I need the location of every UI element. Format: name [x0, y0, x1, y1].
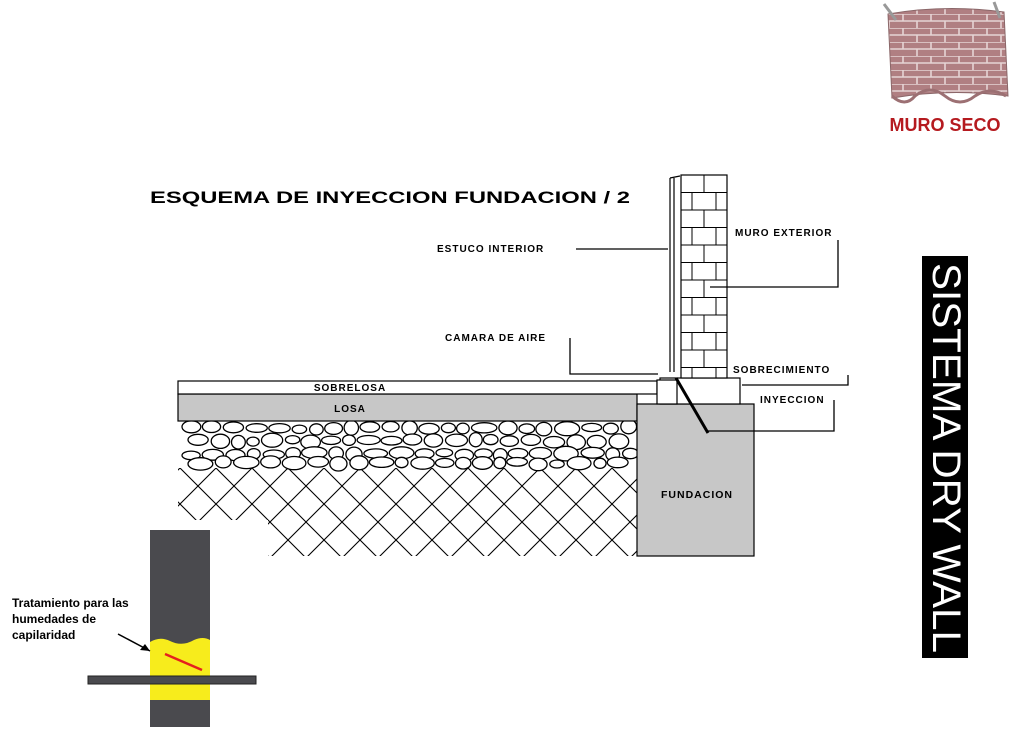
fundacion-block	[636, 403, 755, 557]
losa-slab	[177, 393, 638, 422]
gravel-stone	[343, 419, 360, 436]
gravel-stone	[528, 457, 548, 472]
gravel-stone	[187, 457, 214, 471]
gravel-stone	[410, 456, 435, 470]
gravel-stone	[268, 422, 291, 434]
gravel-stone	[602, 422, 619, 435]
logo-text: MURO SECO	[889, 115, 1000, 135]
leader-lines	[569, 240, 849, 432]
side-banner-text: SISTEMA DRY WALL	[924, 263, 968, 653]
gravel-stone	[423, 433, 444, 448]
gravel-stone	[201, 420, 222, 434]
sobrelosa-layer	[177, 380, 658, 395]
gravel-stone	[593, 457, 607, 470]
gravel-stone	[402, 433, 423, 446]
gravel-stone	[549, 459, 565, 469]
gravel-stone	[349, 455, 369, 471]
gravel-stone	[518, 423, 536, 435]
gravel-stone	[542, 435, 566, 449]
gravel-stone	[418, 422, 440, 435]
inset-caption-line2: humedades de	[12, 612, 96, 626]
gravel-stone	[324, 421, 344, 436]
gravel-stone	[214, 455, 232, 469]
gravel-stone	[506, 456, 529, 467]
gravel-stone	[444, 433, 469, 448]
gravel-stone	[308, 423, 324, 436]
gravel-stone	[381, 420, 400, 433]
gravel-stone	[528, 446, 553, 460]
estuco-interior-lines	[669, 175, 681, 372]
inset-slab	[87, 675, 257, 685]
gravel-stone	[284, 434, 301, 445]
capillarity-inset: Tratamiento para las humedades de capila…	[0, 520, 268, 747]
gravel-stone	[320, 435, 342, 446]
gravel-stone	[232, 455, 260, 470]
gravel-layer	[178, 418, 640, 472]
gravel-stone	[341, 434, 357, 447]
gravel-stone	[181, 420, 202, 434]
gravel-stone	[246, 436, 260, 447]
side-banner: SISTEMA DRY WALL	[922, 256, 968, 658]
camara-de-aire-label: CAMARA DE AIRE	[445, 333, 546, 344]
gravel-stone	[454, 456, 472, 470]
gravel-stone	[535, 421, 553, 437]
gravel-stone	[359, 421, 381, 433]
gravel-stone	[222, 421, 245, 434]
gravel-stone	[455, 422, 470, 435]
gravel-stone	[434, 457, 455, 469]
estuco-interior-label: ESTUCO INTERIOR	[437, 244, 544, 255]
muro-seco-logo: MURO SECO	[866, 0, 1024, 142]
gravel-stone	[291, 424, 308, 435]
gravel-stone	[260, 432, 284, 448]
gravel-stone	[470, 422, 498, 434]
gravel-stone	[210, 433, 231, 450]
gravel-stone	[245, 423, 268, 433]
gravel-stone	[187, 433, 209, 446]
inset-injection-line	[164, 652, 203, 672]
gravel-stone	[608, 433, 630, 450]
gravel-stone	[260, 455, 282, 469]
gravel-stone	[356, 434, 381, 446]
inset-caption-line1: Tratamiento para las	[12, 596, 129, 610]
sobrecimiento-label: SOBRECIMIENTO	[733, 365, 830, 376]
muro-exterior-label: MURO EXTERIOR	[735, 228, 832, 239]
gravel-stone	[394, 456, 409, 469]
gravel-stone	[581, 422, 603, 433]
gravel-stone	[606, 456, 629, 469]
gravel-stone	[520, 433, 542, 447]
gravel-stone	[329, 455, 348, 472]
losa-label: LOSA	[334, 404, 366, 415]
fundacion-label: FUNDACION	[661, 489, 733, 501]
gravel-stone	[621, 447, 640, 460]
gravel-stone	[401, 420, 418, 436]
sobrelosa-label: SOBRELOSA	[314, 383, 386, 394]
inset-caption-line3: capilaridad	[12, 628, 75, 642]
gravel-stone	[553, 421, 581, 437]
gravel-stone	[499, 435, 520, 448]
gravel-stone	[586, 434, 607, 450]
gravel-stone	[368, 456, 395, 469]
gravel-stone	[580, 446, 605, 459]
gravel-stone	[498, 420, 518, 436]
gravel-stone	[482, 433, 499, 446]
subsoil-hatch	[178, 468, 637, 556]
gravel-stone	[468, 431, 483, 448]
gravel-stone	[307, 455, 330, 468]
gravel-stone	[435, 447, 454, 458]
inyeccion-label: INYECCION	[760, 395, 825, 406]
gravel-stone	[471, 456, 494, 470]
gravel-stone	[493, 456, 507, 470]
gravel-stone	[566, 455, 592, 471]
gravel-stone	[440, 422, 457, 434]
gravel-stone	[230, 434, 246, 450]
injection-line	[674, 377, 710, 434]
gravel-stone	[281, 455, 307, 471]
diagram-title: ESQUEMA DE INYECCION FUNDACION / 2	[150, 188, 630, 207]
gravel-stone	[380, 435, 403, 446]
brick-wall	[680, 174, 728, 379]
